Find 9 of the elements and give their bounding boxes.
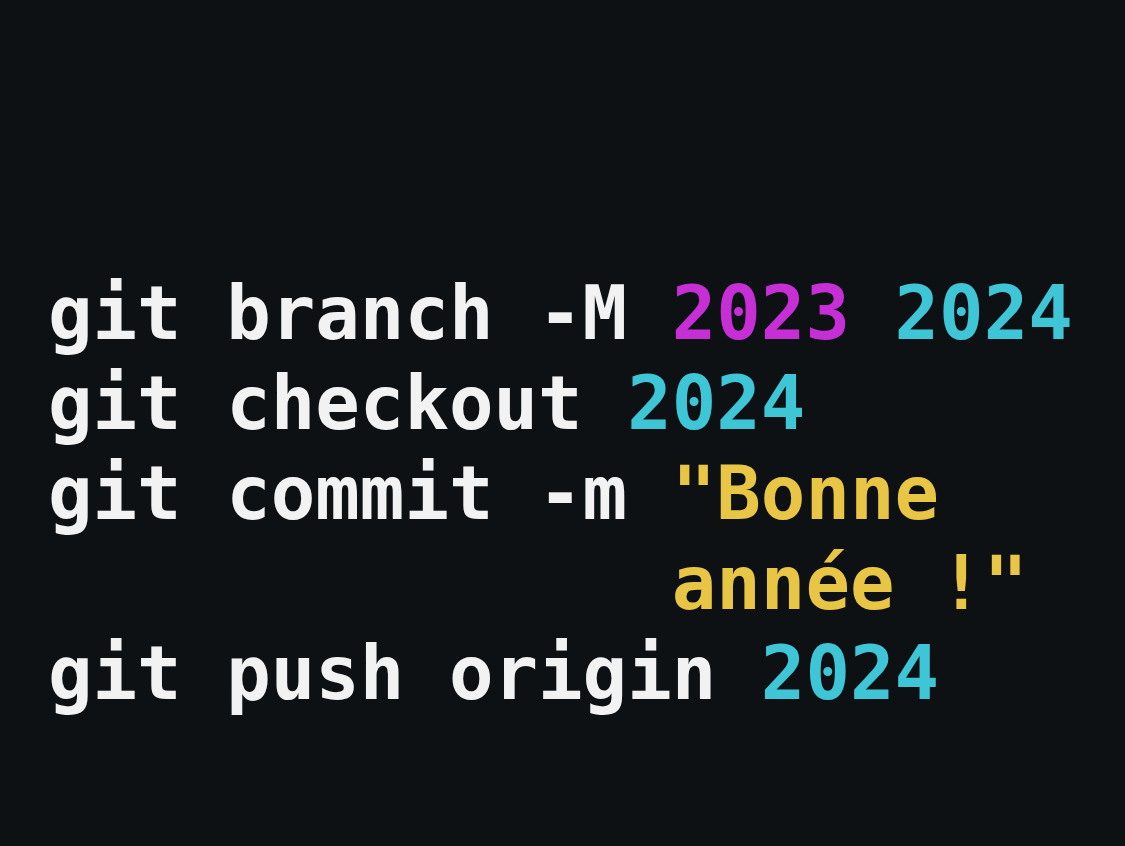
commit-message: "Bonne année !" <box>671 449 1030 628</box>
year-text: 2024 <box>627 360 806 446</box>
year-text: 2023 <box>671 270 850 356</box>
year-text: 2024 <box>760 630 940 716</box>
command-text: git checkout <box>48 360 583 446</box>
command-text: git push origin <box>48 630 717 716</box>
year-text: 2024 <box>894 270 1073 356</box>
command-text: git commit -m <box>48 450 628 536</box>
command-text: git branch -M <box>48 270 628 356</box>
